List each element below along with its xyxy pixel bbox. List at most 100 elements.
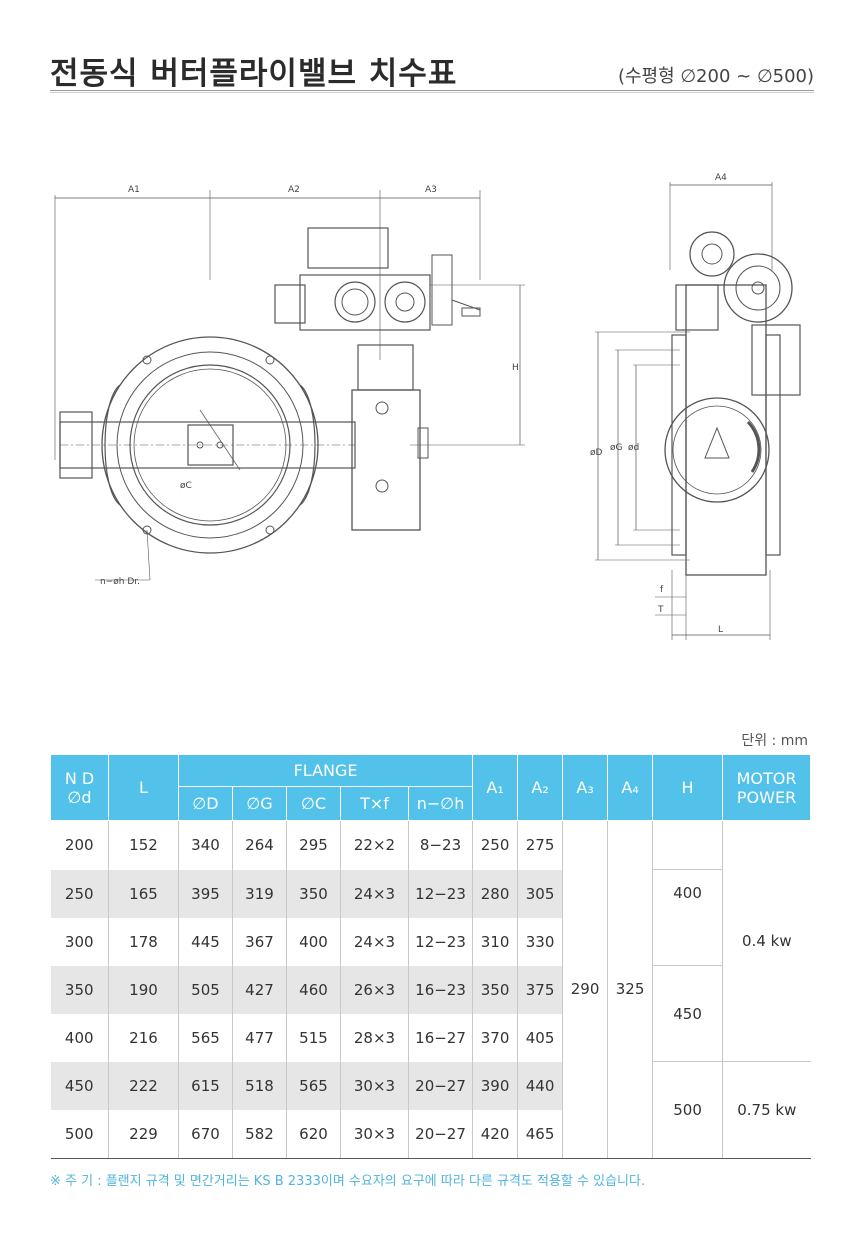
- header-a1: A₁: [472, 754, 519, 821]
- table-cell: 24×3: [340, 869, 409, 918]
- table-cell: 12−23: [407, 869, 474, 918]
- table-cell: 440: [517, 1061, 564, 1110]
- table-cell: 264: [232, 820, 287, 870]
- header-phid: ∅D: [178, 786, 233, 821]
- table-cell: 445: [178, 917, 233, 966]
- page-subtitle: (수평형 ∅200 ~ ∅500): [617, 66, 814, 87]
- table-cell: 477: [232, 1013, 287, 1062]
- table-cell: 200: [50, 820, 109, 870]
- table-cell: 500: [50, 1109, 109, 1159]
- table-cell: 460: [286, 965, 341, 1014]
- table-cell: 30×3: [340, 1109, 409, 1159]
- table-cell: 165: [108, 869, 179, 918]
- table-cell: 20−27: [407, 1061, 474, 1110]
- dim-label-a2: A2: [288, 185, 300, 195]
- table-cell: [652, 820, 724, 870]
- table-cell: 310: [472, 917, 519, 966]
- table-cell: 280: [472, 869, 519, 918]
- table-cell: 24×3: [340, 917, 409, 966]
- dim-label-a4: A4: [715, 173, 727, 183]
- dim-label-phid-inner: ød: [628, 443, 639, 453]
- table-cell: 518: [232, 1061, 287, 1110]
- table-cell: 190: [108, 965, 179, 1014]
- table-cell: 20−27: [407, 1109, 474, 1159]
- table-cell: 375: [517, 965, 564, 1014]
- title-divider-secondary: [50, 92, 814, 93]
- cell-h-3: 500: [652, 1061, 724, 1159]
- footnote: ※ 주 기 : 플랜지 규격 및 면간거리는 KS B 2333이며 수요자의 …: [50, 1174, 646, 1189]
- table-cell: 565: [178, 1013, 233, 1062]
- cell-motor-2: 0.75 kw: [722, 1061, 811, 1159]
- table-cell: 367: [232, 917, 287, 966]
- header-a2: A₂: [517, 754, 564, 821]
- table-cell: 229: [108, 1109, 179, 1159]
- dim-label-h: H: [512, 363, 519, 373]
- table-cell: 390: [472, 1061, 519, 1110]
- table-cell: 340: [178, 820, 233, 870]
- table-cell: 26×3: [340, 965, 409, 1014]
- dim-label-f: f: [660, 585, 664, 595]
- table-cell: 615: [178, 1061, 233, 1110]
- cell-motor-1: 0.4 kw: [722, 820, 811, 1062]
- table-cell: 216: [108, 1013, 179, 1062]
- unit-label: 단위 : mm: [741, 733, 808, 749]
- table-cell: 400: [286, 917, 341, 966]
- table-cell: 305: [517, 869, 564, 918]
- table-cell: 28×3: [340, 1013, 409, 1062]
- table-cell: 465: [517, 1109, 564, 1159]
- header-phig: ∅G: [232, 786, 287, 821]
- table-cell: 450: [50, 1061, 109, 1110]
- table-cell: 350: [472, 965, 519, 1014]
- table-cell: 295: [286, 820, 341, 870]
- header-phic: ∅C: [286, 786, 341, 821]
- table-cell: 620: [286, 1109, 341, 1159]
- table-cell: 370: [472, 1013, 519, 1062]
- table-cell: 12−23: [407, 917, 474, 966]
- table-cell: 16−23: [407, 965, 474, 1014]
- cell-a4: 325: [607, 820, 654, 1159]
- table-cell: 275: [517, 820, 564, 870]
- table-cell: 420: [472, 1109, 519, 1159]
- table-cell: 178: [108, 917, 179, 966]
- table-cell: 319: [232, 869, 287, 918]
- dim-label-phid-outer: øD: [590, 448, 603, 458]
- table-cell: 30×3: [340, 1061, 409, 1110]
- table-cell: 427: [232, 965, 287, 1014]
- dim-label-phig: øG: [610, 443, 623, 453]
- table-cell: 405: [517, 1013, 564, 1062]
- table-cell: 8−23: [407, 820, 474, 870]
- table-cell: 330: [517, 917, 564, 966]
- cell-h-2: 450: [652, 965, 724, 1062]
- dim-label-t: T: [657, 605, 664, 615]
- dim-label-holes: n−øh Dr.: [100, 577, 140, 587]
- table-cell: 152: [108, 820, 179, 870]
- header-nh: n−∅h: [407, 786, 474, 821]
- table-cell: 350: [286, 869, 341, 918]
- table-cell: 565: [286, 1061, 341, 1110]
- header-flange: FLANGE: [177, 754, 474, 787]
- header-a3: A₃: [562, 754, 609, 821]
- table-cell: 395: [178, 869, 233, 918]
- header-l: L: [108, 754, 179, 821]
- table-cell: 250: [472, 820, 519, 870]
- dim-label-phic: øC: [180, 481, 192, 491]
- table-cell: 250: [50, 869, 109, 918]
- header-txf: T×f: [340, 786, 409, 821]
- dim-label-a1: A1: [128, 185, 140, 195]
- table-cell: 22×2: [340, 820, 409, 870]
- title-divider: [50, 90, 814, 91]
- table-cell: 400: [50, 1013, 109, 1062]
- table-cell: 300: [50, 917, 109, 966]
- table-cell: 515: [286, 1013, 341, 1062]
- valve-technical-drawing: A1 A2 A3 A4 H n−øh Dr. øC øD øG ød f T L: [54, 173, 801, 640]
- table-cell: 222: [108, 1061, 179, 1110]
